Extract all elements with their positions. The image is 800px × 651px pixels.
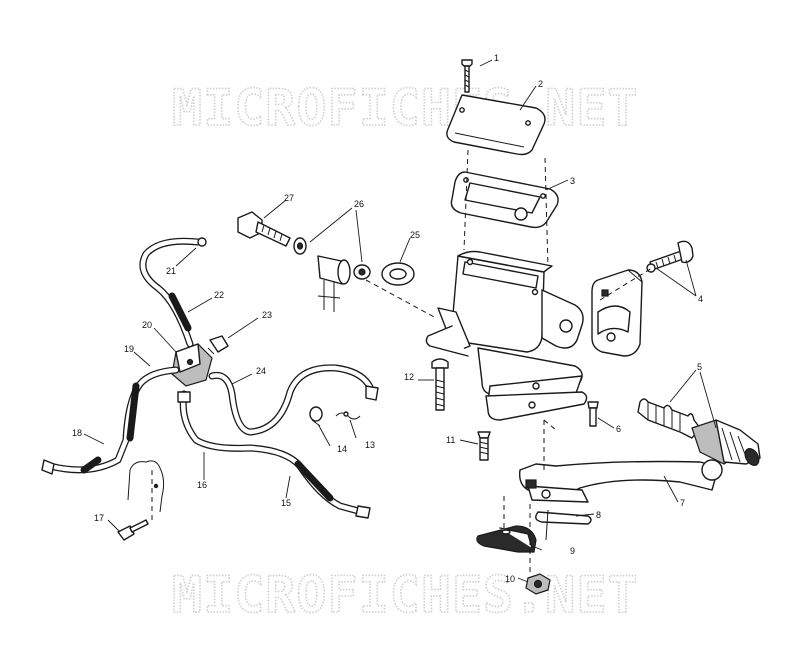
part-25-washer xyxy=(381,262,415,286)
callout-13: 13 xyxy=(365,440,375,450)
part-19-brake-line xyxy=(41,366,180,475)
callout-24: 24 xyxy=(256,366,266,376)
part-12-mounting-bolt xyxy=(431,358,449,411)
part-9-lever-cover xyxy=(476,525,537,553)
callout-6: 6 xyxy=(616,424,621,434)
watermark-bottom: MICROFICHES.NET xyxy=(172,566,639,624)
part-4-handlebar-clamp xyxy=(591,269,643,357)
callout-9: 9 xyxy=(570,546,575,556)
part-20-junction-block xyxy=(171,343,213,387)
part-24-brake-line xyxy=(208,364,379,436)
callout-12: 12 xyxy=(404,372,414,382)
part-3-diaphragm-gasket xyxy=(450,171,559,229)
callout-2: 2 xyxy=(538,79,543,89)
callout-16: 16 xyxy=(197,480,207,490)
part-10-lever-nut xyxy=(525,573,551,595)
part-18-hose-sleeve xyxy=(80,382,140,474)
callout-labels: 1 2 3 4 5 6 7 8 9 10 11 12 13 14 15 16 1… xyxy=(72,53,703,584)
callout-22: 22 xyxy=(214,290,224,300)
watermark-top: MICROFICHES.NET xyxy=(172,79,639,137)
part-15-hose-sleeve xyxy=(294,460,334,502)
callout-20: 20 xyxy=(142,320,152,330)
callout-26: 26 xyxy=(354,199,364,209)
callout-4: 4 xyxy=(698,294,703,304)
callout-11: 11 xyxy=(446,435,455,445)
part-27-banjo-bolt xyxy=(237,211,291,247)
callout-19: 19 xyxy=(124,344,134,354)
part-11-pivot-bolt xyxy=(477,431,491,461)
callout-14: 14 xyxy=(337,444,347,454)
part-21-brake-line xyxy=(139,237,207,348)
part-17-screw xyxy=(117,519,149,541)
part-26-banjo-fitting xyxy=(293,237,437,319)
frame-outline xyxy=(127,460,165,520)
callout-18: 18 xyxy=(72,428,82,438)
callout-5: 5 xyxy=(697,362,702,372)
part-23-fitting xyxy=(207,335,229,355)
callout-15: 15 xyxy=(281,498,291,508)
callout-21: 21 xyxy=(166,266,176,276)
part-7-brake-lever xyxy=(518,459,723,503)
part-14-hose-clamp xyxy=(309,406,323,427)
callout-17: 17 xyxy=(94,513,104,523)
part-8-spring-clip xyxy=(535,509,592,541)
part-5-piston-assembly xyxy=(637,398,761,466)
callout-27: 27 xyxy=(284,193,294,203)
callout-7: 7 xyxy=(680,498,685,508)
part-22-hose-sleeve xyxy=(168,292,192,332)
callout-1: 1 xyxy=(494,53,499,63)
callout-23: 23 xyxy=(262,310,272,320)
callout-10: 10 xyxy=(505,574,515,584)
master-cylinder-body xyxy=(425,149,588,421)
part-13-clip xyxy=(335,411,361,420)
leader-lines xyxy=(83,59,717,583)
callout-3: 3 xyxy=(570,176,575,186)
callout-8: 8 xyxy=(596,510,601,520)
part-1-cover-screw xyxy=(461,59,473,108)
part-6-pivot-pin xyxy=(587,401,599,427)
callout-25: 25 xyxy=(410,230,420,240)
part-16-brake-line xyxy=(177,390,371,519)
part-4-clamp-bolt xyxy=(646,240,694,273)
